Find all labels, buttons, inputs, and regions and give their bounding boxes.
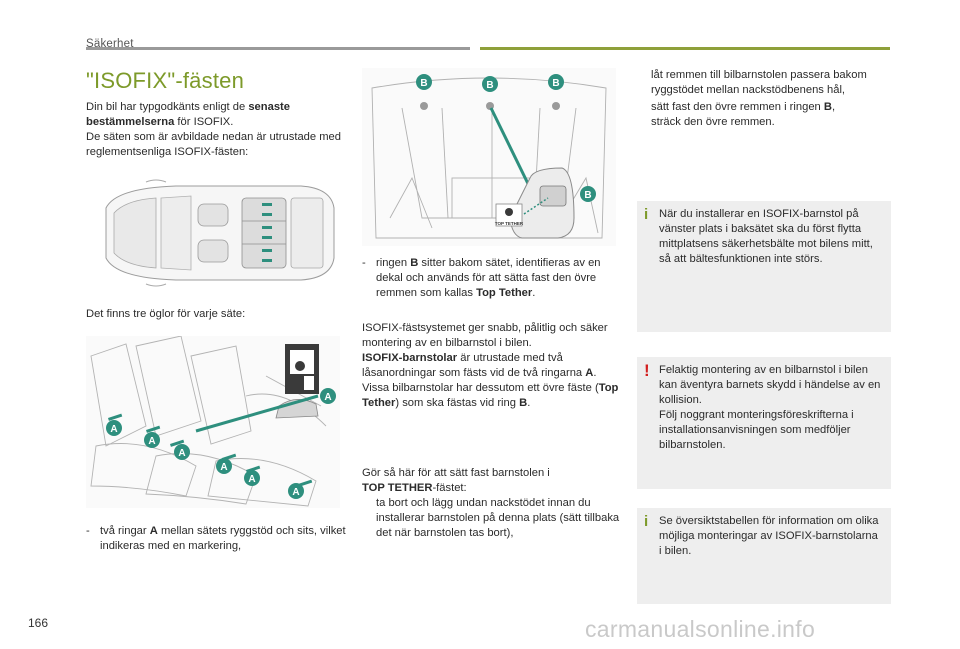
ring-a-label: A [292,487,299,498]
ring-a-label: A [148,436,155,447]
rear-seats-illustration: A A A A A A A [86,336,340,508]
ring-a-labels [106,388,336,499]
rear-seats-figure: A A A A A A A [86,336,340,508]
trunk-illustration: TOP TETHER B B B B [362,68,616,246]
header-rule-left [86,47,470,50]
ring-a-item: - två ringar A mellan sätets ryggstöd oc… [86,525,346,552]
header-rule-right [480,47,890,50]
info-note-table: i Se översiktstabellen för information o… [637,508,891,604]
ring-b-label: B [486,80,493,91]
car-top-view-illustration [105,179,335,287]
ring-a-label: A [178,448,185,459]
warning-icon: ! [644,361,650,380]
info-note-belt: i När du installerar en ISOFIX-barnstol … [637,201,891,332]
howto-heading: Gör så här för att sätt fast barnstolen … [362,467,550,494]
ring-b-label: B [584,190,591,201]
ring-b-item: - ringen B sitter bakom sätet, identifie… [362,257,601,299]
car-top-view-figure [86,178,340,288]
page-title: "ISOFIX"-fästen [86,68,244,93]
ring-a-label: A [220,462,227,473]
ring-b-label: B [552,78,559,89]
isofix-system-paragraph: ISOFIX-fästsystemet ger snabb, pålitlig … [362,322,619,409]
step-pass-strap: låt remmen till bilbarnstolen passera ba… [651,69,867,96]
page-number: 166 [28,616,49,630]
step-tighten-strap: sträck den övre remmen. [651,116,775,128]
trunk-figure: TOP TETHER B B B B [362,68,616,246]
top-tether-sticker-text: TOP TETHER [495,221,524,226]
warning-note-installation: ! Felaktig montering av en bilbarnstol i… [637,357,891,489]
step-remove-headrest: ta bort och lägg undan nackstödet innan … [376,497,620,539]
ring-b-label: B [420,78,427,89]
ring-b-labels [416,74,596,202]
ring-a-label: A [248,474,255,485]
info-icon: i [644,206,649,223]
three-rings-text: Det finns tre öglor för varje säte: [86,308,246,320]
info-icon: i [644,513,649,530]
ring-a-label: A [324,392,331,403]
ring-a-label: A [110,424,117,435]
watermark: carmanualsonline.info [585,616,816,642]
step-attach-strap: sätt fast den övre remmen i ringen B, [651,101,836,113]
intro-paragraph: Din bil har typgodkänts enligt de senast… [86,101,341,158]
